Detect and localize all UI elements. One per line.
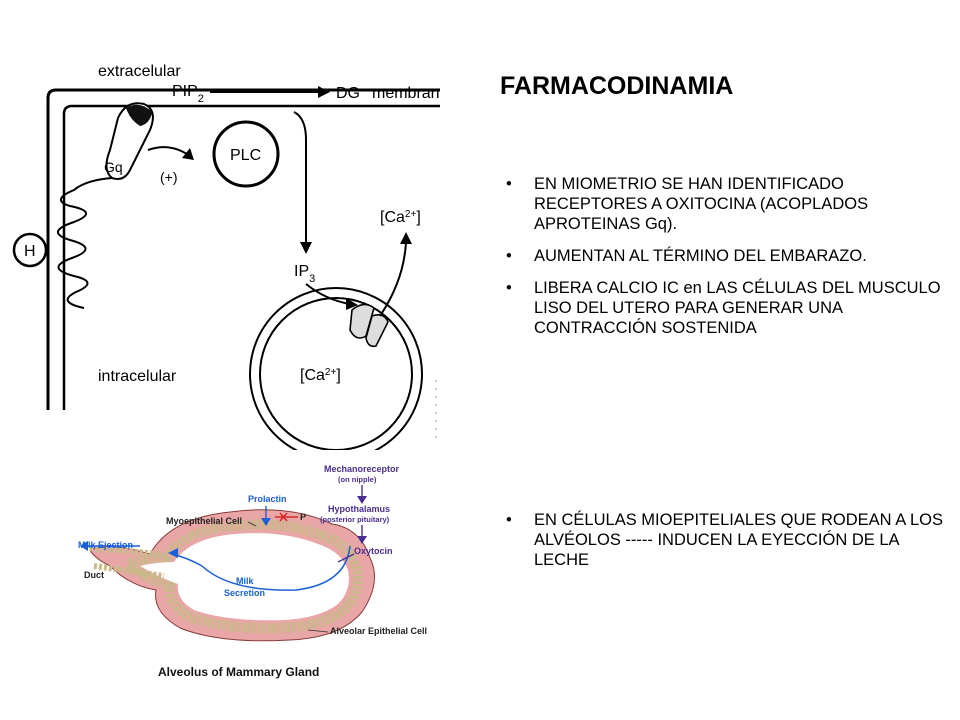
label-gq: Gq xyxy=(104,159,123,175)
milk-flow-arrowhead xyxy=(168,548,178,558)
duct-line-top xyxy=(89,545,161,557)
arrowhead-dg xyxy=(318,86,330,98)
label-milk: Milk xyxy=(236,576,254,586)
bullet-item: EN MIOMETRIO SE HAN IDENTIFICADO RECEPTO… xyxy=(496,174,956,234)
activation-arrowhead xyxy=(182,148,194,160)
label-duct: Duct xyxy=(84,570,104,580)
label-secretion: Secretion xyxy=(224,588,265,598)
er-store-inner xyxy=(259,297,413,450)
bullet-list-top: EN MIOMETRIO SE HAN IDENTIFICADO RECEPTO… xyxy=(496,174,956,350)
membrane-inner-line xyxy=(62,104,440,410)
epithelial-ring xyxy=(118,519,363,634)
gq-signaling-diagram: extracelular intracelular PIP2 DG membra… xyxy=(12,63,440,450)
milk-flow-curve xyxy=(171,545,351,591)
label-mechanoreceptor-sub: (on nipple) xyxy=(338,475,377,484)
label-intracelular: intracelular xyxy=(98,368,177,385)
label-hypothalamus: Hypothalamus xyxy=(328,504,390,514)
hormone-circle xyxy=(12,232,48,268)
arrowhead-ip3 xyxy=(300,242,312,254)
arrow-to-ip3 xyxy=(293,111,307,244)
label-oxytocin: Oxytocin xyxy=(354,546,393,556)
bullet-item: LIBERA CALCIO IC en LAS CÉLULAS DEL MUSC… xyxy=(496,278,956,338)
label-hypothalamus-sub: (posterior pituitary) xyxy=(320,515,390,524)
arrowhead-oxy xyxy=(357,536,367,544)
arrowhead-channel xyxy=(346,298,358,310)
label-hormone: H xyxy=(24,243,36,260)
myoepithelial-pointer xyxy=(247,521,257,527)
alveolus-diagram: Milk Ejection Prolactin P Myoepithelial … xyxy=(78,464,427,679)
label-p: P xyxy=(300,512,306,522)
inhibit-cross-b xyxy=(279,512,288,522)
duct-line-bottom xyxy=(93,563,165,579)
ip3-receptor-channel xyxy=(349,303,389,348)
diagram-caption: Alveolus of Mammary Gland xyxy=(158,665,319,679)
arrowhead-ca-release xyxy=(400,232,412,244)
plc-circle xyxy=(212,120,280,188)
gq-hatched-cap xyxy=(126,104,152,126)
arrow-ca-release xyxy=(379,241,407,317)
prolactin-arrowhead xyxy=(261,518,271,526)
er-store-outer xyxy=(249,287,423,450)
membrane-outer-line xyxy=(46,88,440,410)
label-membrana: membrana xyxy=(372,85,440,102)
label-myoepithelial: Myoepithelial Cell xyxy=(166,516,242,526)
milk-ejection-arrowhead xyxy=(80,541,88,551)
label-plus: (+) xyxy=(160,169,178,185)
receptor-coil xyxy=(57,177,113,309)
label-mechanoreceptor: Mechanoreceptor xyxy=(324,464,400,474)
alveolar-cell-pointer xyxy=(307,629,329,633)
bullet-item: AUMENTAN AL TÉRMINO DEL EMBARAZO. xyxy=(496,246,956,266)
label-pip2: PIP2 xyxy=(172,83,204,105)
arrow-oxy-tissue xyxy=(337,553,355,563)
label-milk-ejection: Milk Ejection xyxy=(78,540,133,550)
alveolus-lumen xyxy=(140,533,349,621)
label-alveolar-cell: Alveolar Epithelial Cell xyxy=(330,626,427,636)
label-extracelular: extracelular xyxy=(98,63,181,80)
label-dg: DG xyxy=(336,85,360,102)
label-ca-cytosol: [Ca2+] xyxy=(380,209,421,227)
arrowhead-hypo xyxy=(357,496,367,504)
label-plc: PLC xyxy=(230,147,261,164)
activation-arrow xyxy=(147,146,191,157)
label-ip3: IP3 xyxy=(294,263,315,285)
slide-title: FARMACODINAMIA xyxy=(500,72,734,100)
label-prolactin: Prolactin xyxy=(248,494,287,504)
label-ca-store: [Ca2+] xyxy=(300,367,341,385)
bullet-item: EN CÉLULAS MIOEPITELIALES QUE RODEAN A L… xyxy=(496,510,956,570)
bullet-list-bottom: EN CÉLULAS MIOEPITELIALES QUE RODEAN A L… xyxy=(496,510,956,582)
